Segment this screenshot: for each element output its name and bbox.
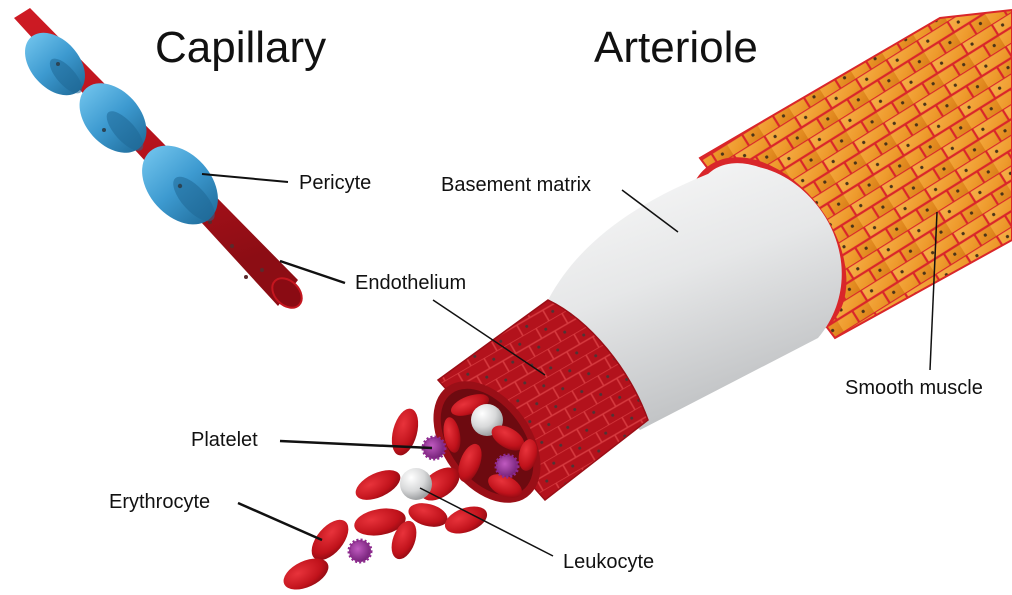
erythrocyte-cell	[387, 406, 423, 459]
arteriole-title: Arteriole	[594, 26, 758, 70]
erythrocyte-leader	[238, 503, 322, 540]
platelet-cell	[496, 455, 518, 477]
basement-matrix-label: Basement matrix	[441, 175, 591, 195]
capillary-title: Capillary	[155, 26, 326, 70]
endothelium-label: Endothelium	[355, 273, 466, 293]
leukocyte-label: Leukocyte	[563, 552, 654, 572]
smooth-muscle-label: Smooth muscle	[845, 378, 983, 398]
platelet-label: Platelet	[191, 430, 258, 450]
pericyte-label: Pericyte	[299, 173, 371, 193]
leukocyte-cell	[400, 468, 432, 500]
pericyte-leader	[202, 174, 288, 182]
erythrocyte-cell	[351, 464, 405, 506]
erythrocyte-label: Erythrocyte	[109, 492, 210, 512]
platelet-cell	[349, 540, 371, 562]
